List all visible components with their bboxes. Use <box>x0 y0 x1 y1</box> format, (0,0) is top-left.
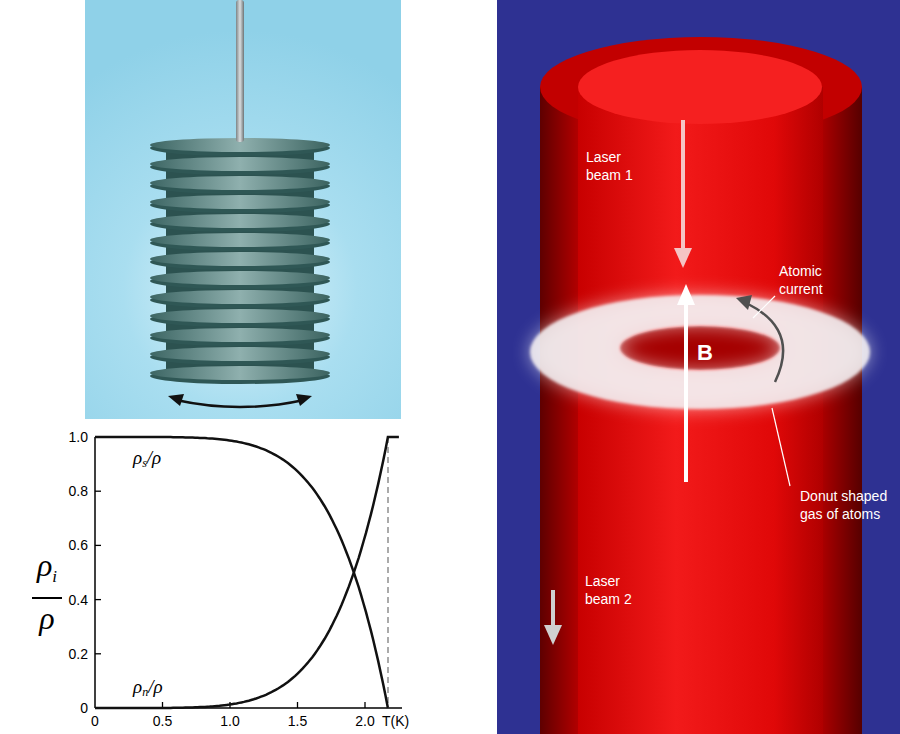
torus-hole <box>620 326 780 370</box>
tick-label: 0.4 <box>69 592 88 608</box>
curve-label: ρs/ρ <box>133 447 161 474</box>
curve-label: ρn/ρ <box>133 676 163 703</box>
tick-label: 0.2 <box>69 646 88 662</box>
disc <box>150 309 330 323</box>
disc <box>150 347 330 361</box>
callout-label: Atomic current <box>779 262 839 298</box>
tick-label: 1.0 <box>220 713 239 729</box>
inner-beam <box>578 87 823 734</box>
tick <box>95 653 101 654</box>
subscript: s <box>142 456 147 470</box>
fraction-bar <box>32 597 62 599</box>
symbol: ρ <box>133 447 142 468</box>
symbol: ρ <box>133 676 142 697</box>
tick <box>297 702 298 708</box>
inner-beam-top <box>578 50 822 124</box>
symbol: /ρ <box>147 447 161 468</box>
field-arrow <box>684 302 688 482</box>
y-axis <box>94 437 96 708</box>
arrow-head <box>296 394 312 406</box>
arrow-head <box>736 295 752 310</box>
disc <box>150 290 330 304</box>
arrow-head <box>674 248 692 268</box>
subscript: n <box>142 685 148 699</box>
oscillation-arrow <box>176 400 304 407</box>
tick <box>95 491 101 492</box>
axis-ticks <box>95 437 365 708</box>
laser-arrow <box>681 120 685 250</box>
disc <box>150 233 330 247</box>
tick-label: 0 <box>91 713 99 729</box>
liquid-helium-bath <box>85 0 401 419</box>
symbol: ρ <box>37 547 52 583</box>
arrow-head <box>677 284 695 305</box>
panel-ground <box>497 0 900 734</box>
tick-label: 0 <box>80 700 88 716</box>
tick-label: 0.5 <box>153 713 172 729</box>
tick <box>95 599 101 600</box>
tick-label: 1.0 <box>69 429 88 445</box>
numerator: ρi <box>37 548 57 594</box>
leader-line <box>753 296 775 318</box>
disc <box>150 271 330 285</box>
tick <box>364 702 365 708</box>
disc <box>150 195 330 209</box>
tick-label: 0.8 <box>69 483 88 499</box>
laser-arrow <box>551 590 555 628</box>
disc <box>150 328 330 342</box>
laser-label: Laser beam 2 <box>585 572 641 608</box>
outer-beam <box>540 87 862 734</box>
tick <box>95 545 101 546</box>
donut-gas <box>530 295 870 409</box>
normal-fluid-curve <box>95 437 399 708</box>
torsion-rod <box>236 0 244 142</box>
field-label: B <box>697 340 713 366</box>
disc <box>150 366 330 380</box>
axis-title: T(K) <box>382 713 409 729</box>
superfluid-curve <box>95 437 388 708</box>
tick-label: 0.6 <box>69 537 88 553</box>
arrow-head <box>544 625 562 645</box>
disc <box>150 252 330 266</box>
lambda-line <box>387 437 389 708</box>
symbol: ρ <box>39 601 54 635</box>
torus-glow <box>530 295 870 409</box>
symbol: /ρ <box>148 676 162 697</box>
subscript: i <box>52 567 57 586</box>
axis-title: ρiρ <box>32 548 62 635</box>
leader-line <box>772 408 790 486</box>
current-arrow <box>748 304 783 382</box>
tick-label: 2.0 <box>355 713 374 729</box>
laser-label: Laser beam 1 <box>586 148 642 184</box>
arrow-head <box>168 394 184 406</box>
disc-stack <box>150 138 330 384</box>
disc <box>150 176 330 190</box>
tick-label: 1.5 <box>288 713 307 729</box>
disc <box>150 214 330 228</box>
callout-label: Donut shaped gas of atoms <box>800 487 896 523</box>
disc <box>150 157 330 171</box>
